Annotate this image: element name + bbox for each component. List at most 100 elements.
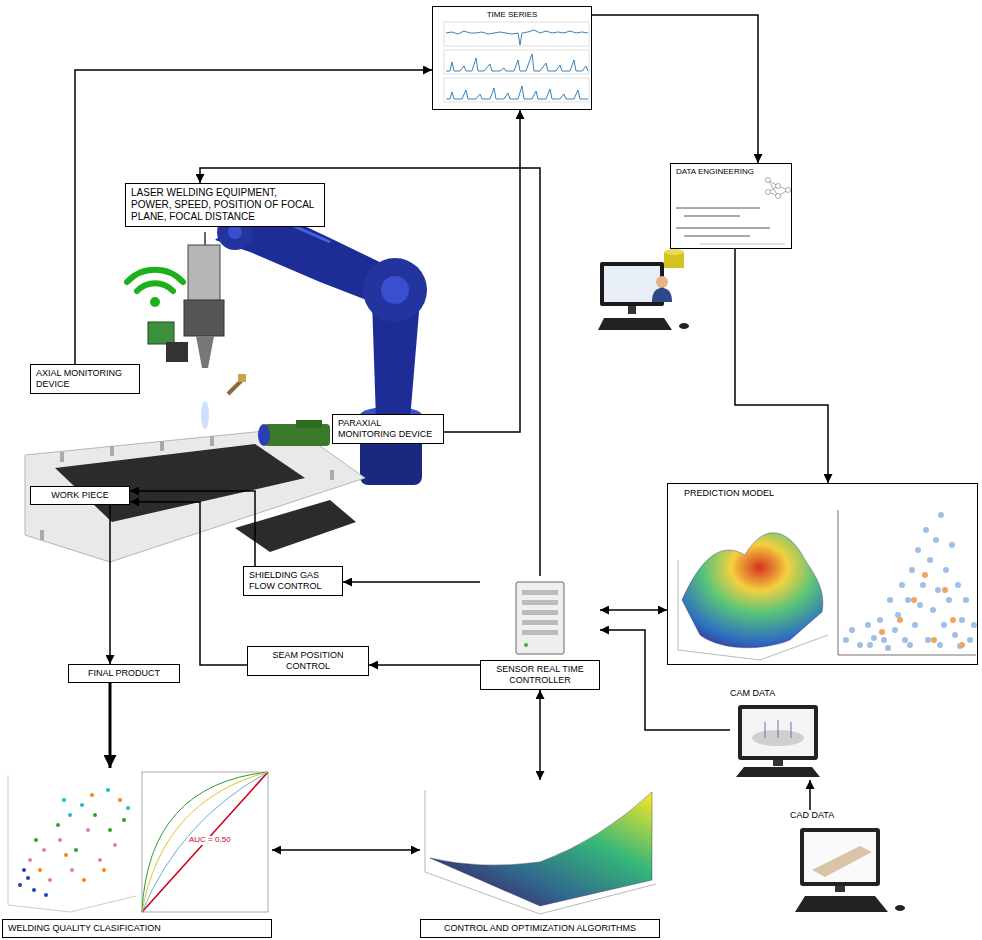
laser-head (148, 322, 174, 344)
node-label: WELDING QUALITY CLASIFICATION (2, 919, 272, 938)
cam-computer (736, 767, 820, 777)
optimization-surface (425, 790, 656, 914)
prediction-scatter (838, 510, 976, 655)
robot-arm (381, 276, 409, 304)
welding-fixture (160, 441, 164, 451)
robot-arm (363, 258, 427, 322)
wifi-symbol (127, 270, 183, 307)
cad-computer (895, 905, 905, 911)
connector-arrow (75, 70, 432, 364)
server-icon (524, 643, 528, 647)
prediction-surface (682, 533, 823, 648)
work-piece-box: WORK PIECE (30, 486, 130, 505)
quality-scatter (30, 830, 115, 880)
cam-computer (765, 722, 766, 738)
engineer-workstation (598, 249, 689, 330)
engineer-workstation (664, 249, 684, 255)
connector-arrow (444, 110, 520, 432)
engineer-workstation (628, 306, 636, 314)
formula-sketch (684, 236, 750, 237)
connector-arrow (343, 581, 480, 583)
formula-sketch (676, 208, 760, 209)
time-series-chart (444, 50, 589, 74)
formula-sketch (676, 208, 785, 244)
data-engineering-panel: DATA ENGINEERING (670, 163, 792, 249)
quality-scatter (8, 775, 136, 912)
device-box: PARAXIAL MONITORING DEVICE (332, 414, 444, 444)
welding-fixture (60, 452, 64, 462)
laser-head (238, 374, 246, 382)
cam-computer (778, 720, 779, 738)
server-icon (522, 610, 558, 615)
connector-arrow (272, 849, 420, 851)
time-series-chart (446, 54, 588, 71)
roc-chart (142, 772, 268, 912)
cad-computer (800, 828, 880, 886)
connector-arrow (539, 690, 541, 780)
cam-computer (791, 722, 792, 738)
optimization-surface (430, 792, 652, 906)
neural-net-icon (766, 190, 771, 195)
quality-scatter (70, 896, 136, 912)
roc-chart (142, 772, 268, 912)
quality-panel: WELDING QUALITY CLASIFICATION (2, 768, 272, 938)
node-label: LASER WELDING EQUIPMENT, POWER, SPEED, P… (131, 187, 319, 223)
welding-fixture (25, 428, 365, 562)
time-series-chart (444, 22, 589, 102)
laser-head (196, 336, 214, 368)
node-label: SEAM POSITION CONTROL (253, 650, 363, 672)
auc-value: AUC = 0.50 (188, 836, 232, 845)
node-label: CONTROL AND OPTIMIZATION ALGORITHMS (420, 919, 660, 938)
laser-head (184, 300, 224, 336)
paraxial-camera (258, 424, 270, 446)
laser-head (148, 232, 246, 394)
wifi-symbol (127, 270, 183, 282)
welding-fixture (235, 500, 356, 552)
welding-fixture (330, 470, 334, 480)
cam-node: CAM DATA (730, 688, 830, 780)
cam-computer (773, 760, 783, 766)
prediction-surface (678, 560, 679, 650)
connector-arrow (109, 683, 112, 768)
prediction-scatter (882, 575, 962, 645)
roc-chart (142, 772, 268, 912)
node-label: SENSOR REAL TIME CONTROLLER (480, 660, 600, 690)
node-label: WORK PIECE (36, 490, 124, 501)
roc-chart (142, 772, 268, 912)
welding-fixture (55, 444, 305, 522)
quality-scatter (36, 815, 124, 850)
formula-sketch (676, 228, 770, 229)
connector-arrow (735, 249, 828, 483)
quality-scatter (64, 790, 128, 815)
time-series-chart (446, 86, 588, 99)
cam-computer (736, 705, 820, 777)
roc-chart (142, 772, 268, 912)
wifi-symbol (150, 297, 160, 307)
prediction-scatter (838, 510, 839, 655)
node-label: CAD DATA (790, 810, 940, 821)
time-series-chart (444, 22, 589, 46)
welding-fixture (110, 446, 114, 456)
time-series-chart (446, 30, 588, 45)
prediction-scatter (838, 655, 976, 656)
equipment-box: LASER WELDING EQUIPMENT, POWER, SPEED, P… (125, 183, 325, 227)
cad-node: CAD DATA (790, 810, 940, 936)
node-label: SHIELDING GAS FLOW CONTROL (249, 570, 337, 592)
device-box: AXIAL MONITORING DEVICE (30, 364, 140, 394)
server-icon (522, 620, 558, 625)
cam-computer (738, 705, 818, 760)
connector-arrow (369, 664, 480, 666)
welding-fixture (40, 530, 44, 540)
engineer-workstation (652, 288, 672, 302)
time-series-panel: TIME SERIES (432, 6, 592, 110)
server-icon (522, 590, 558, 595)
laser-head (204, 232, 205, 245)
connector-arrow (600, 609, 667, 611)
roc-chart (142, 772, 268, 912)
cam-computer (742, 709, 814, 756)
node-label: TIME SERIES (433, 10, 591, 20)
